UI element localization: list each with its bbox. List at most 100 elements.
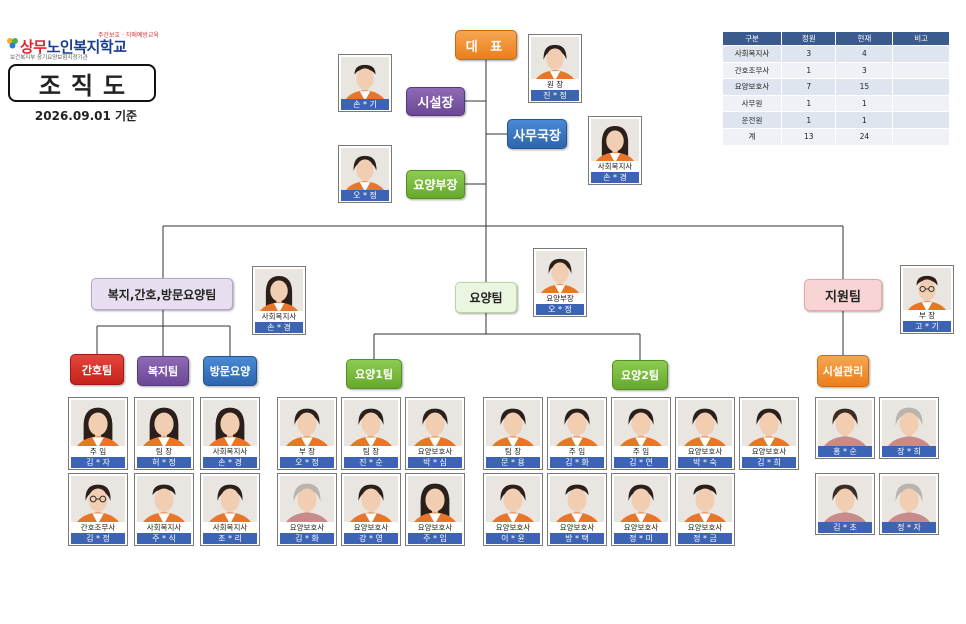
portrait-photo bbox=[71, 400, 125, 446]
person-role: 주 임 bbox=[568, 447, 586, 456]
woman-gray-icon bbox=[280, 476, 334, 522]
care-director-box: 요양부장 bbox=[406, 170, 465, 199]
header-note: 비고 bbox=[892, 31, 950, 46]
table-cell: 7 bbox=[781, 78, 837, 96]
header-category: 구분 bbox=[721, 31, 783, 46]
woman-long-icon bbox=[203, 400, 257, 446]
ceo-box: 대 표 bbox=[455, 30, 517, 60]
table-cell bbox=[892, 45, 950, 63]
person-role: 사회복지사 bbox=[212, 447, 248, 456]
facility-management-box: 시설관리 bbox=[817, 355, 869, 387]
person-role: 사회복지사 bbox=[261, 312, 297, 321]
person-name: 조 * 리 bbox=[203, 533, 257, 544]
portrait-photo bbox=[280, 400, 334, 446]
woman-gray-icon bbox=[882, 476, 936, 522]
table-cell: 3 bbox=[835, 61, 894, 80]
nursing-team-box: 간호팀 bbox=[70, 354, 124, 385]
table-cell: 사회복지사 bbox=[721, 45, 783, 63]
person-card-facility-mgmt-2: 장 * 희 bbox=[879, 397, 939, 459]
person-role: 요양보호사 bbox=[687, 523, 723, 532]
portrait-photo bbox=[742, 400, 796, 446]
person-name: 방 * 택 bbox=[550, 533, 604, 544]
person-name: 김 * 초 bbox=[818, 522, 872, 533]
woman-long-icon bbox=[408, 476, 462, 522]
portrait-photo bbox=[408, 400, 462, 446]
person-card-facility-mgmt-1: 홍 * 순 bbox=[815, 397, 875, 459]
person-name: 주 * 임 bbox=[408, 533, 462, 544]
logo-emblem-icon bbox=[7, 38, 18, 49]
woman-long-icon bbox=[71, 400, 125, 446]
person-name: 정 * 미 bbox=[614, 533, 668, 544]
woman-short-icon bbox=[408, 400, 462, 446]
person-role: 사회복지사 bbox=[212, 523, 248, 532]
table-cell: 1 bbox=[781, 61, 837, 80]
portrait-photo bbox=[486, 476, 540, 522]
date-basis: 2026.09.01 기준 bbox=[34, 109, 138, 123]
person-card-facility-head: 손 * 기 bbox=[338, 54, 392, 112]
person-name: 오 * 정 bbox=[341, 190, 389, 201]
woman-short-icon bbox=[280, 400, 334, 446]
man-icon bbox=[678, 476, 732, 522]
person-name: 진 * 정 bbox=[531, 90, 579, 101]
person-name: 박 * 숙 bbox=[678, 457, 732, 468]
person-name: 오 * 정 bbox=[280, 457, 334, 468]
woman-short-icon bbox=[486, 476, 540, 522]
person-name: 이 * 윤 bbox=[486, 533, 540, 544]
portrait-photo bbox=[882, 476, 936, 522]
woman-short-icon bbox=[742, 400, 796, 446]
person-name: 정 * 자 bbox=[882, 522, 936, 533]
man-icon bbox=[550, 476, 604, 522]
welfare-team-box: 복지팀 bbox=[137, 356, 189, 386]
person-name: 홍 * 순 bbox=[818, 446, 872, 457]
person-name: 오 * 정 bbox=[536, 304, 584, 315]
person-role: 주 임 bbox=[89, 447, 107, 456]
portrait-photo bbox=[280, 476, 334, 522]
woman-short-icon bbox=[550, 400, 604, 446]
portrait-photo bbox=[344, 476, 398, 522]
table-cell: 15 bbox=[835, 78, 894, 96]
portrait-photo bbox=[531, 37, 579, 79]
person-name: 문 * 용 bbox=[486, 457, 540, 468]
person-name: 고 * 기 bbox=[903, 321, 951, 332]
logo-name-main: 노인복지학교 bbox=[46, 38, 127, 56]
person-name: 김 * 희 bbox=[742, 457, 796, 468]
woman-long-icon bbox=[255, 269, 303, 311]
table-cell: 사무원 bbox=[721, 94, 783, 113]
table-cell: 계 bbox=[721, 127, 783, 146]
table-cell: 1 bbox=[835, 111, 894, 129]
person-role: 부 장 bbox=[918, 311, 936, 320]
person-name: 손 * 경 bbox=[255, 322, 303, 333]
person-role: 요양보호사 bbox=[623, 523, 659, 532]
woman-short-icon bbox=[536, 251, 584, 293]
portrait-photo bbox=[203, 476, 257, 522]
person-name: 손 * 경 bbox=[203, 457, 257, 468]
portrait-photo bbox=[818, 400, 872, 446]
header-quota: 정원 bbox=[781, 31, 837, 46]
woman-glasses-icon bbox=[71, 476, 125, 522]
home-care-team-box: 방문요양 bbox=[203, 356, 257, 386]
page-title: 조직도 bbox=[8, 64, 156, 102]
woman-short-icon bbox=[614, 476, 668, 522]
person-name: 주 * 식 bbox=[137, 533, 191, 544]
person-name: 김 * 연 bbox=[614, 457, 668, 468]
woman-plain-icon bbox=[818, 400, 872, 446]
table-cell bbox=[892, 94, 950, 113]
portrait-photo bbox=[341, 57, 389, 99]
table-cell bbox=[892, 127, 950, 146]
